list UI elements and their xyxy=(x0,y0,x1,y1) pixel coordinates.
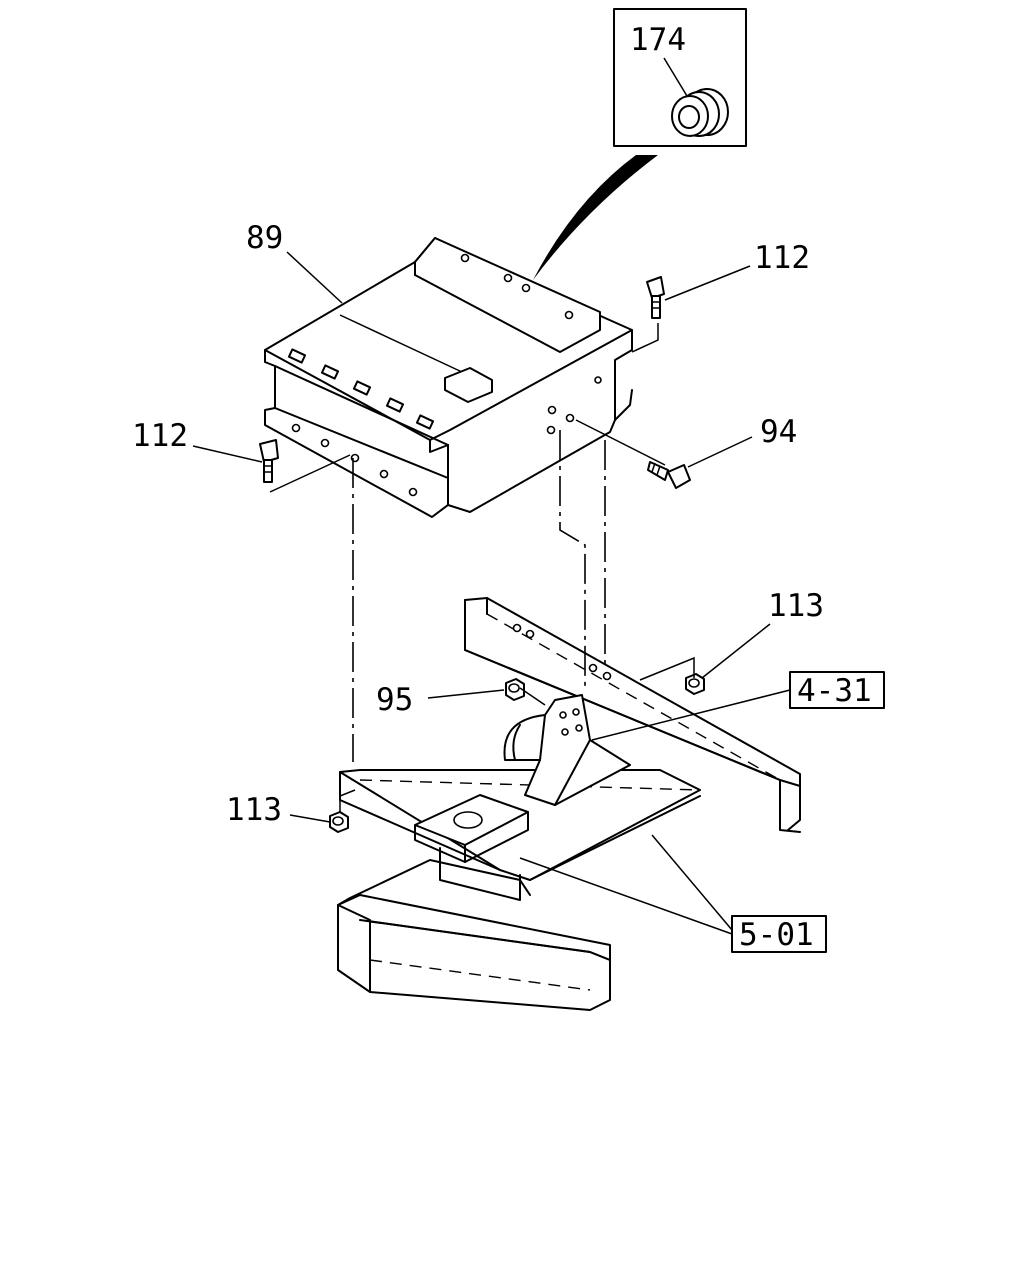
callout-112-right: 112 xyxy=(754,240,810,276)
assembly-lines xyxy=(269,323,695,812)
detail-inset: 174 xyxy=(613,8,747,147)
callout-174: 174 xyxy=(630,22,686,58)
chassis-frame xyxy=(337,597,801,1011)
callout-94: 94 xyxy=(760,414,797,450)
tool-box xyxy=(264,237,633,518)
callout-112-left: 112 xyxy=(132,418,188,454)
callout-113-right: 113 xyxy=(768,588,824,624)
callouts: 89 112 112 94 113 95 113 xyxy=(132,220,824,828)
nut-113-right-icon xyxy=(685,673,705,695)
bolt-112-left-icon xyxy=(259,439,279,483)
inset-leader xyxy=(533,155,658,280)
nut-113-left-icon xyxy=(329,811,349,833)
callout-95: 95 xyxy=(376,682,413,718)
ref-4-31-label: 4-31 xyxy=(797,673,872,709)
nut-95-icon xyxy=(505,678,525,701)
grommet-icon xyxy=(671,88,729,137)
latch-icons xyxy=(287,348,435,430)
reference-4-31[interactable]: 4-31 xyxy=(591,671,885,741)
bolt-112-right-icon xyxy=(646,276,665,319)
reference-5-01[interactable]: 5-01 xyxy=(519,834,827,953)
ref-5-01-label: 5-01 xyxy=(739,917,814,953)
callout-113-left: 113 xyxy=(226,792,282,828)
bolt-94-icon xyxy=(647,461,691,489)
callout-89: 89 xyxy=(246,220,283,256)
